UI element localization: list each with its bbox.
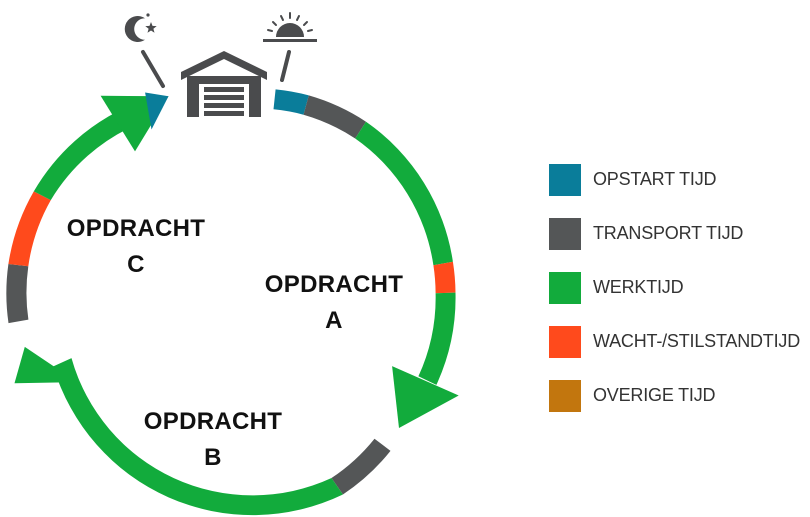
cycle-segment-transport-a <box>303 95 366 139</box>
night-connector-line <box>141 50 165 88</box>
opdracht-a-title: OPDRACHT <box>264 271 404 298</box>
opdracht-c-title: OPDRACHT <box>66 215 206 242</box>
legend-swatch-opstart <box>549 164 581 196</box>
legend-swatch-transport <box>549 218 581 250</box>
sunrise-icon <box>263 12 317 42</box>
opdracht-b-label: OPDRACHT B <box>138 404 288 476</box>
legend-swatch-werk <box>549 272 581 304</box>
cycle-segment-transport-b <box>331 438 391 495</box>
morning-connector-line <box>280 50 291 82</box>
cycle-segment-werk-a-1 <box>355 121 453 266</box>
cycle-segment-opstart-a <box>273 89 309 115</box>
legend-label-overige: OVERIGE TIJD <box>593 385 716 405</box>
opdracht-b-letter: B <box>204 444 222 471</box>
opdracht-c-label: OPDRACHT C <box>61 211 211 283</box>
opdracht-a-label: OPDRACHT A <box>259 267 409 339</box>
opdracht-c-letter: C <box>127 251 145 278</box>
cycle-segment-wacht-c <box>8 191 51 267</box>
opdracht-b-title: OPDRACHT <box>143 408 283 435</box>
legend-label-opstart: OPSTART TIJD <box>593 169 717 189</box>
cycle-segment-werk-b <box>53 358 343 516</box>
cycle-segment-wacht-a <box>433 261 456 294</box>
legend-label-werk: WERKTIJD <box>593 277 684 297</box>
cycle-arrowhead-a <box>392 366 459 428</box>
cycle-arrowhead-b <box>14 346 78 384</box>
legend-swatch-wacht <box>549 326 581 358</box>
cycle-segment-werk-a-2 <box>418 292 456 385</box>
moon-star-icon <box>124 13 157 42</box>
cycle-segment-opstart-c <box>145 92 169 130</box>
legend-label-wacht: WACHT-/STILSTANDTIJD <box>593 331 800 351</box>
opdracht-a-letter: A <box>325 307 343 334</box>
cycle-segment-transport-c <box>6 264 29 324</box>
garage-icon <box>181 51 267 117</box>
cycle-segment-werk-c <box>33 106 137 201</box>
legend-label-transport: TRANSPORT TIJD <box>593 223 744 243</box>
legend-swatch-overige <box>549 380 581 412</box>
